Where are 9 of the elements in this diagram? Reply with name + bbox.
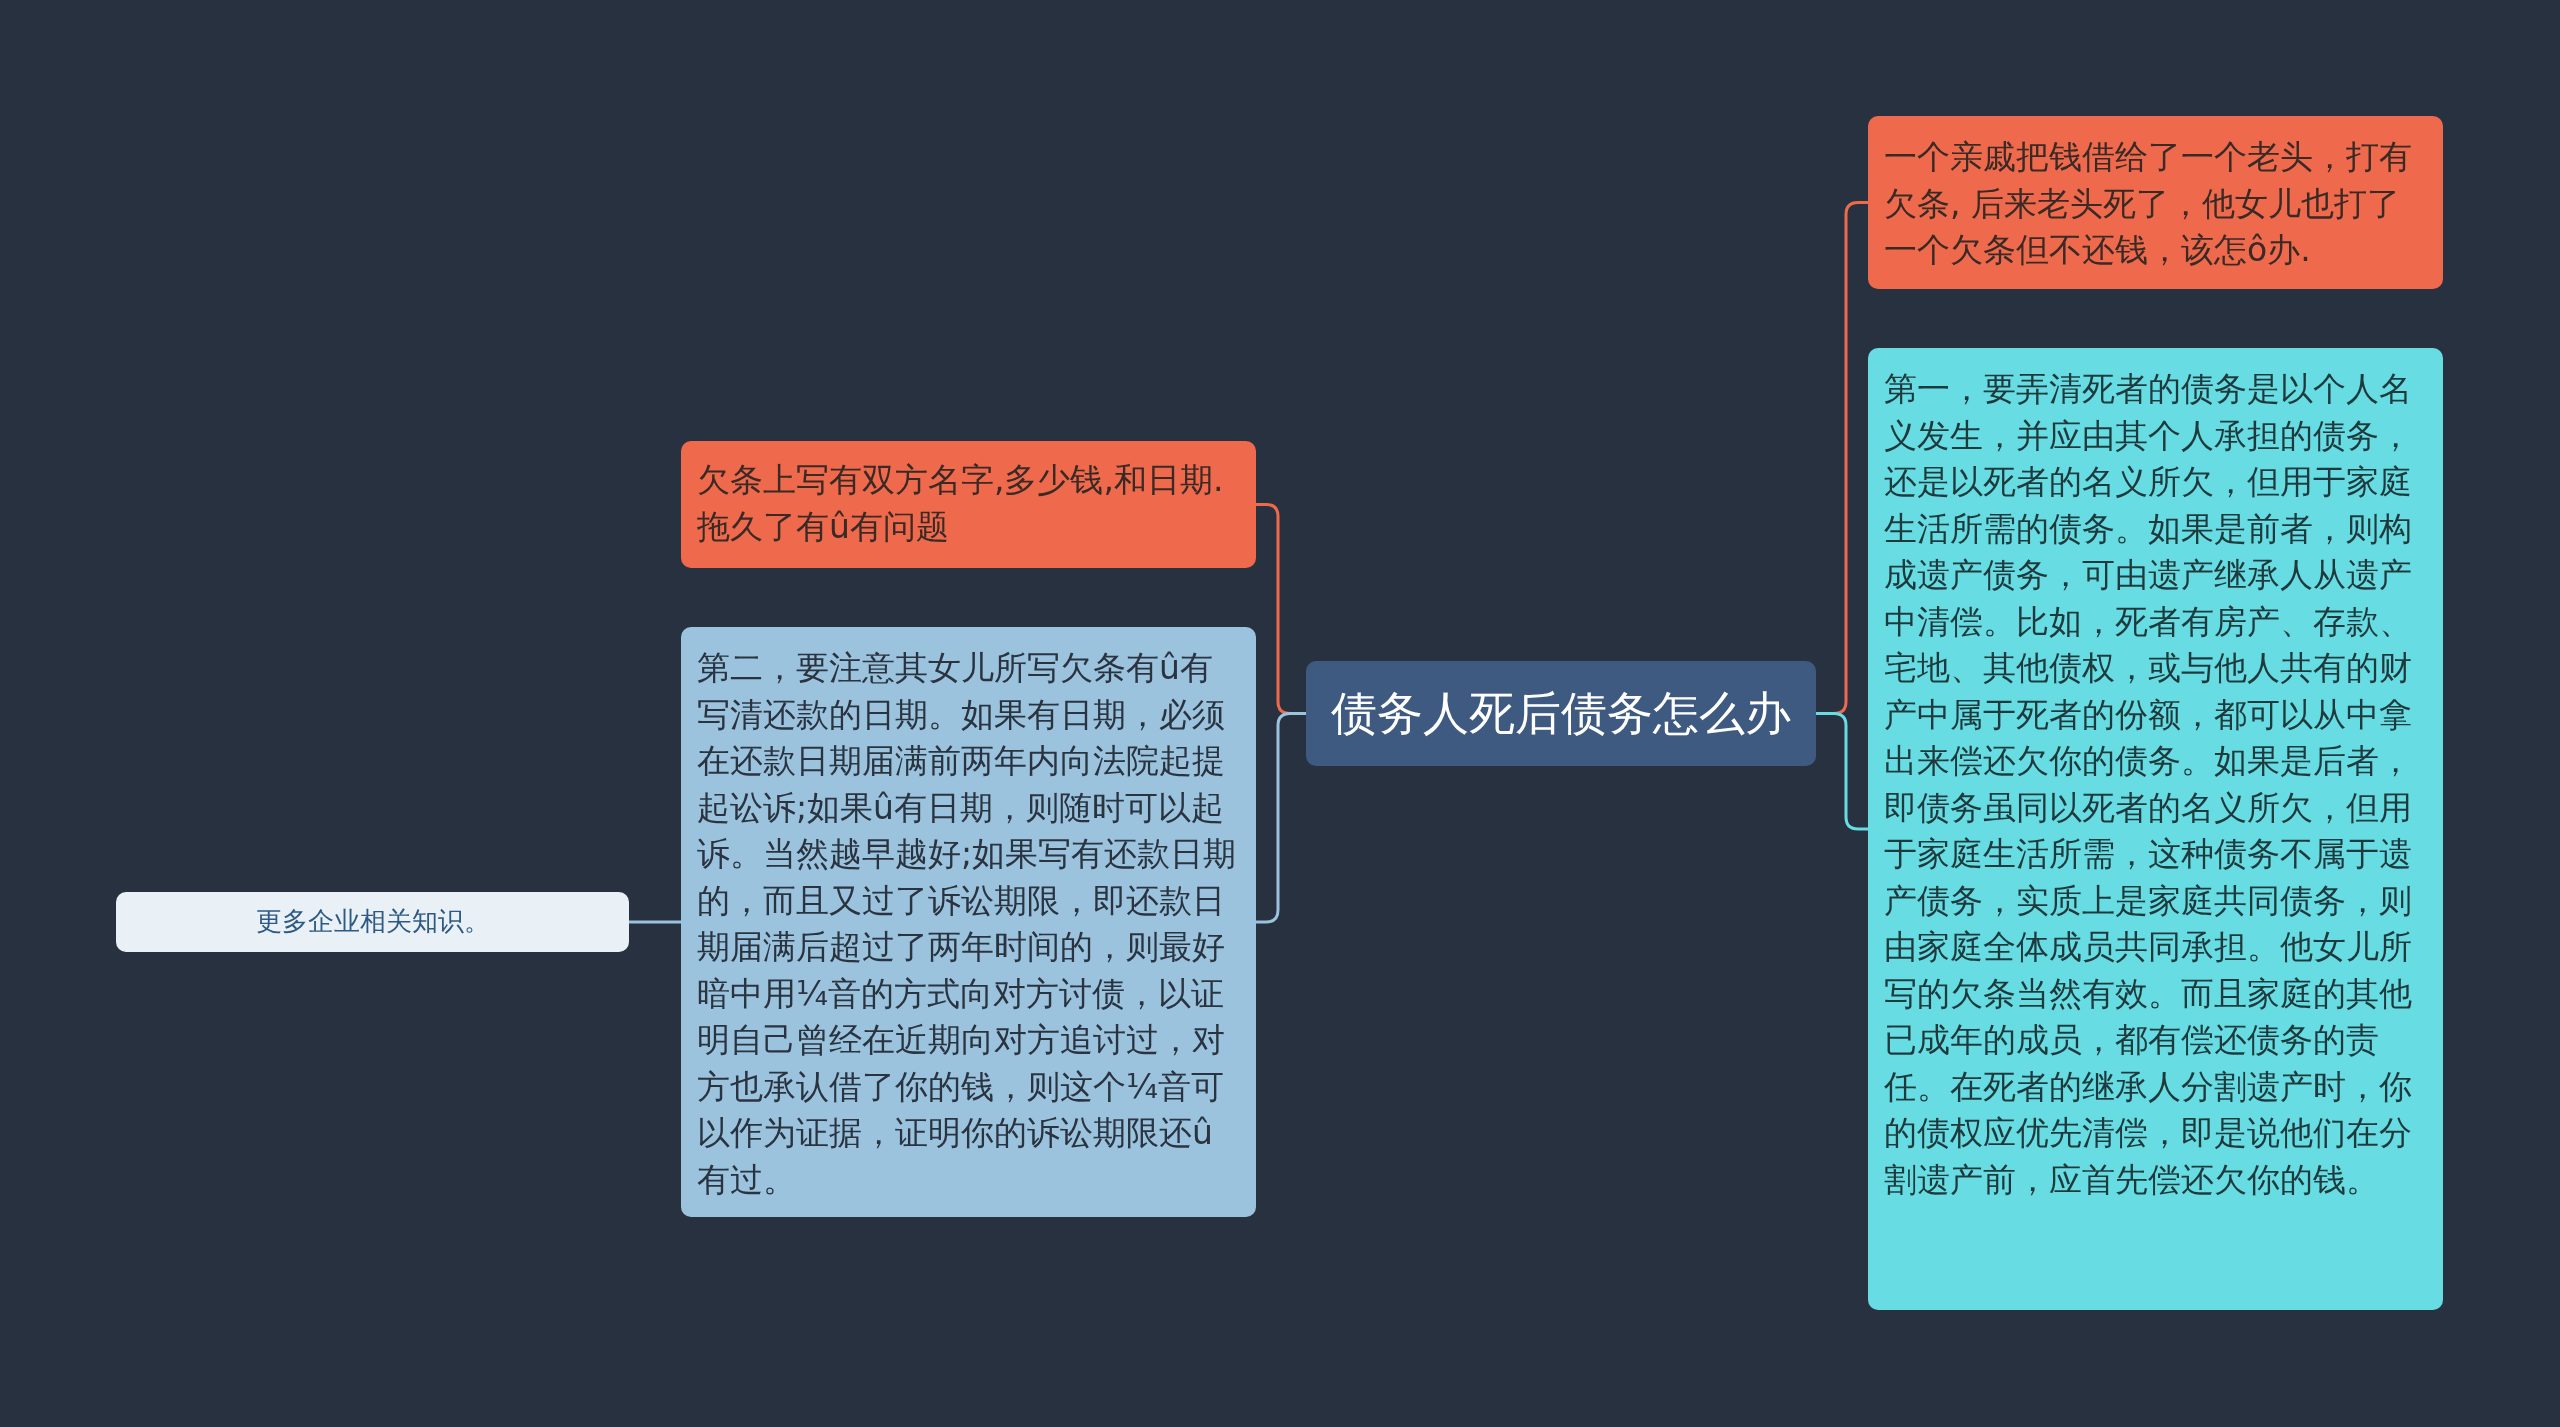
topic-box: 第二，要注意其女儿所写欠条有û有写清还款的日期。如果有日期，必须在还款日期届满前两年内向法院起提起讼诉;如果û有日期，则随时可以起诉。当然越早越好;如果写有还款日期的，而且又过了诉讼期限，即还款日期届满后超过了两年时间的，则最好暗中用¼音的方式向对方讨债，以证明自己曾经在近期向对方追讨过，对方也承认借了你的钱，则这个¼音可以作为证据，证明你的诉讼期限还û有过。 bbox=[681, 627, 1256, 1217]
connector bbox=[629, 920, 681, 924]
connector bbox=[1256, 712, 1306, 924]
topic-box: 第一，要弄清死者的债务是以个人名义发生，并应由其个人承担的债务，还是以死者的名义所欠，但用于家庭生活所需的债务。如果是前者，则构成遗产债务，可由遗产继承人从遗产中清偿。比如，死者有房产、存款、宅地、其他债权，或与他人共有的财产中属于死者的份额，都可以从中拿出来偿还欠你的债务。如果是后者，即债务虽同以死者的名义所欠，但用于家庭生活所需，这种债务不属于遗产债务，实质上是家庭共同债务，则由家庭全体成员共同承担。他女儿所写的欠条当然有效。而且家庭的其他已成年的成员，都有偿还债务的责任。在死者的继承人分割遗产时，你的债权应优先清偿，即是说他们在分割遗产前，应首先偿还欠你的钱。 bbox=[1868, 348, 2443, 1310]
note-box: 更多企业相关知识。 bbox=[116, 892, 629, 952]
central-topic-box: 债务人死后债务怎么办 bbox=[1306, 661, 1816, 766]
topic-box: 一个亲戚把钱借给了一个老头，打有欠条, 后来老头死了，他女儿也打了一个欠条但不还钱，该怎ô办. bbox=[1868, 116, 2443, 289]
topic-box: 欠条上写有双方名字,多少钱,和日期.拖久了有û有问题 bbox=[681, 441, 1256, 568]
connector bbox=[1816, 712, 1868, 831]
